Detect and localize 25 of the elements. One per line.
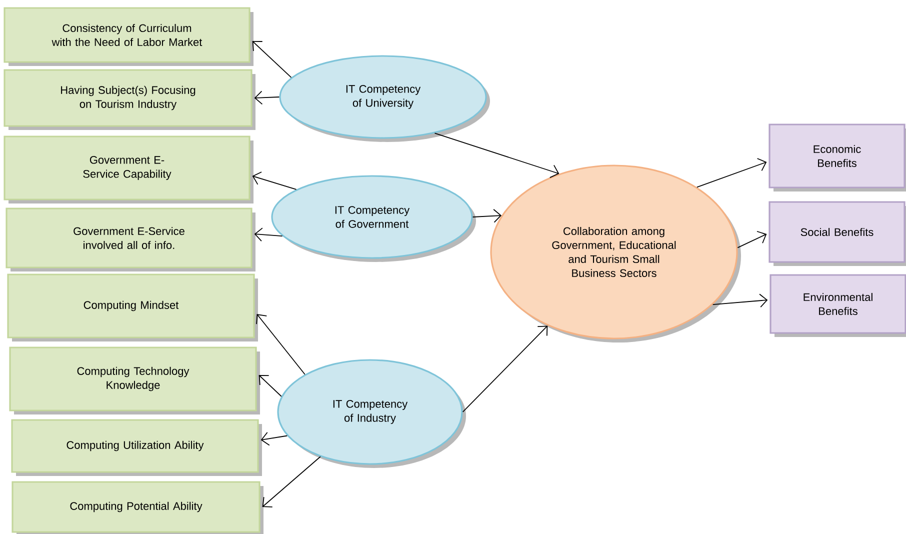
arrow bbox=[472, 208, 502, 223]
benefit-box: Economic Benefits bbox=[768, 124, 906, 192]
arrow bbox=[434, 132, 560, 178]
factor-box: Computing Potential Ability bbox=[12, 481, 264, 534]
arrow bbox=[737, 230, 767, 248]
arrow bbox=[258, 375, 282, 397]
arrow bbox=[256, 314, 306, 375]
arrow bbox=[262, 456, 321, 508]
arrow bbox=[254, 228, 283, 242]
arrow bbox=[260, 432, 288, 446]
factor-box: Consistency of Curriculum with the Need of Labor Market bbox=[4, 7, 254, 66]
benefit-box: Environmental Benefits bbox=[770, 274, 906, 337]
factor-box: Having Subject(s) Focusing on Tourism Industry bbox=[4, 69, 256, 130]
arrow bbox=[462, 326, 548, 412]
arrow bbox=[252, 172, 297, 190]
arrow bbox=[712, 294, 768, 308]
arrow bbox=[696, 158, 767, 188]
factor-box: Government E-Service involved all of info. bbox=[6, 208, 256, 272]
factor-box: Government E-Service Capability bbox=[4, 136, 254, 204]
benefit-box: Social Benefits bbox=[768, 201, 906, 266]
arrow bbox=[252, 41, 292, 78]
arrow bbox=[254, 90, 280, 105]
factor-box: Computing Utilization Ability bbox=[11, 419, 262, 476]
factor-box: Computing Mindset bbox=[7, 274, 258, 342]
factor-box: Computing Technology Knowledge bbox=[9, 346, 260, 414]
